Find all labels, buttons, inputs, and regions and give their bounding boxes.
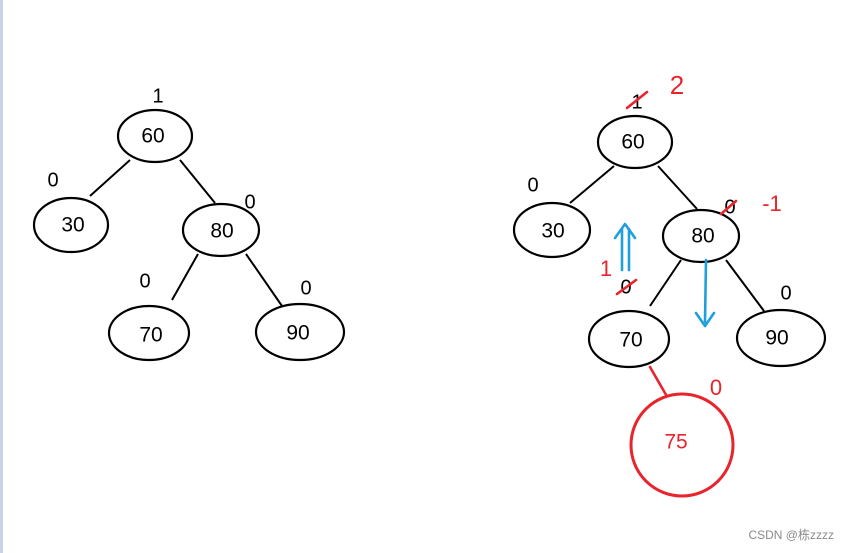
edge-80-90 (245, 253, 283, 307)
up-arrow-icon (613, 222, 637, 272)
node-70-right (587, 309, 671, 369)
node-80-right (661, 208, 741, 264)
edge-60-80 (179, 159, 216, 204)
balance-factor-60: 1 (152, 85, 163, 107)
left-window-edge (0, 0, 3, 553)
node-70 (107, 304, 191, 362)
node-60-label: 60 (141, 125, 164, 148)
node-90-label: 90 (286, 322, 309, 345)
new-balance-factor-60: 2 (670, 70, 684, 100)
old-balance-factor-60: 1 (631, 91, 642, 113)
node-30-label: 30 (61, 214, 84, 237)
strike-bf-80 (719, 199, 738, 216)
watermark: CSDN @栋zzzz (748, 528, 834, 542)
node-70-label: 70 (139, 324, 162, 347)
edge-60-80-right (657, 165, 698, 210)
balance-factor-30-right: 0 (527, 174, 538, 196)
edge-80-70 (171, 253, 199, 301)
new-balance-factor-70: 1 (600, 256, 612, 281)
edge-60-30 (89, 159, 131, 197)
balance-factor-90: 0 (300, 277, 311, 299)
new-balance-factor-75: 0 (710, 375, 722, 400)
strike-bf-70 (615, 278, 638, 296)
node-30-right-label: 30 (541, 220, 564, 243)
balance-factor-80: 0 (244, 191, 255, 213)
balance-factor-30: 0 (47, 169, 58, 191)
down-arrow-icon (694, 258, 716, 328)
node-90-right (735, 308, 827, 368)
right-tree: 60 30 80 70 90 75 1 0 0 0 0 2 -1 1 0 (512, 70, 827, 498)
balance-factor-90-right: 0 (780, 282, 791, 304)
node-30-right (512, 201, 592, 259)
node-80-label: 80 (210, 220, 233, 243)
node-90-right-label: 90 (765, 327, 788, 350)
balance-factor-70: 0 (139, 270, 150, 292)
edge-80-70-right (649, 259, 682, 307)
node-90 (254, 302, 346, 362)
edge-80-90-right (725, 259, 765, 312)
node-80 (181, 202, 261, 258)
node-70-right-label: 70 (619, 329, 642, 352)
node-75-inserted (629, 392, 735, 498)
edge-60-30-right (569, 165, 615, 204)
node-60-right (596, 114, 674, 170)
node-30 (32, 196, 110, 254)
strike-bf-60 (625, 90, 649, 110)
edge-70-75-right (648, 365, 671, 402)
node-60 (116, 108, 194, 164)
node-80-right-label: 80 (691, 225, 714, 248)
node-75-label: 75 (664, 431, 687, 454)
new-balance-factor-80: -1 (762, 191, 782, 216)
node-60-right-label: 60 (621, 131, 644, 154)
left-tree: 60 30 80 70 90 1 0 0 0 0 (32, 85, 346, 362)
